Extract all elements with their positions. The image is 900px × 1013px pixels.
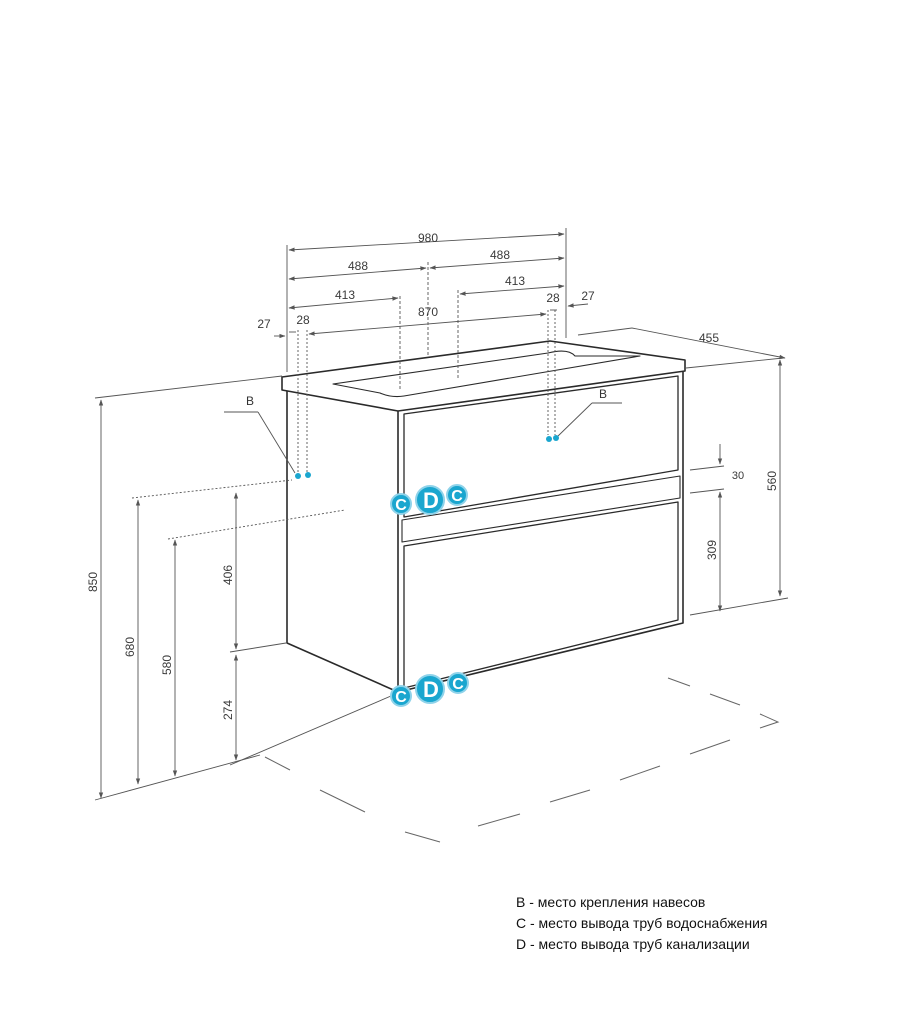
- supply-outlet-upper-left: [390, 493, 412, 515]
- legend: B - место крепления навесов C - место вы…: [516, 892, 886, 955]
- front-frame: [397, 372, 684, 693]
- drain-lower-letter: D: [423, 677, 439, 702]
- dim-height-274: 274: [221, 700, 235, 720]
- supply-lower-left-letter: C: [395, 689, 407, 706]
- dim-height-680: 680: [123, 637, 137, 657]
- vertical-dimensions: [94, 359, 789, 801]
- basin: [332, 350, 641, 398]
- upper-drawer: [403, 375, 679, 518]
- drain-outlet-upper: [415, 485, 445, 515]
- handle-strip: [401, 475, 681, 543]
- mount-points: B B: [224, 387, 622, 479]
- dim-lower-drawer: 309: [705, 540, 719, 560]
- dim-offset-right: 413: [505, 274, 525, 288]
- mount-point-left-1: [295, 473, 301, 479]
- dim-half-left: 488: [348, 259, 368, 273]
- floor-footprint: [264, 677, 780, 843]
- dim-offset-left: 413: [335, 288, 355, 302]
- dim-mount-left: 28: [296, 313, 310, 327]
- dim-height-580: 580: [160, 655, 174, 675]
- top-dimensions: [274, 228, 786, 475]
- mount-label-right: B: [599, 387, 607, 401]
- dim-cabinet-height: 560: [765, 471, 779, 491]
- dim-inner-width: 870: [418, 305, 438, 319]
- outlets-upper: C D C: [390, 484, 468, 515]
- cabinet-outline: [281, 340, 686, 693]
- dim-side-left: 27: [257, 317, 271, 331]
- drain-outlet-lower: [415, 674, 445, 704]
- dim-total-height: 850: [86, 572, 100, 592]
- supply-lower-right-letter: C: [452, 676, 464, 693]
- legend-water-supply: C - место вывода труб водоснабжения: [516, 915, 768, 931]
- supply-upper-right-letter: C: [451, 488, 463, 505]
- legend-drain: D - место вывода труб канализации: [516, 936, 750, 952]
- mount-point-right-2: [553, 435, 559, 441]
- dim-half-right: 488: [490, 248, 510, 262]
- dim-mount-right: 28: [546, 291, 560, 305]
- mount-label-left: B: [246, 394, 254, 408]
- countertop: [281, 340, 686, 412]
- legend-mount-points: B - место крепления навесов: [516, 894, 706, 910]
- mount-point-right-1: [546, 436, 552, 442]
- outlets-lower: C D C: [390, 672, 469, 707]
- dim-drawer-gap: 30: [732, 470, 744, 482]
- supply-outlet-lower-left: [390, 685, 412, 707]
- supply-outlet-lower-right: [447, 672, 469, 694]
- supply-upper-left-letter: C: [395, 497, 407, 514]
- side-panel: [286, 391, 399, 693]
- lower-drawer: [403, 501, 679, 689]
- drain-upper-letter: D: [423, 488, 439, 513]
- mount-point-left-2: [305, 472, 311, 478]
- dimension-labels: 980 488 488 413 413 870 27 28 27 28 455 …: [86, 231, 779, 720]
- dim-height-406: 406: [221, 565, 235, 585]
- dim-side-right: 27: [581, 289, 595, 303]
- dim-depth: 455: [699, 331, 719, 345]
- supply-outlet-upper-right: [446, 484, 468, 506]
- dim-overall-width: 980: [418, 231, 438, 245]
